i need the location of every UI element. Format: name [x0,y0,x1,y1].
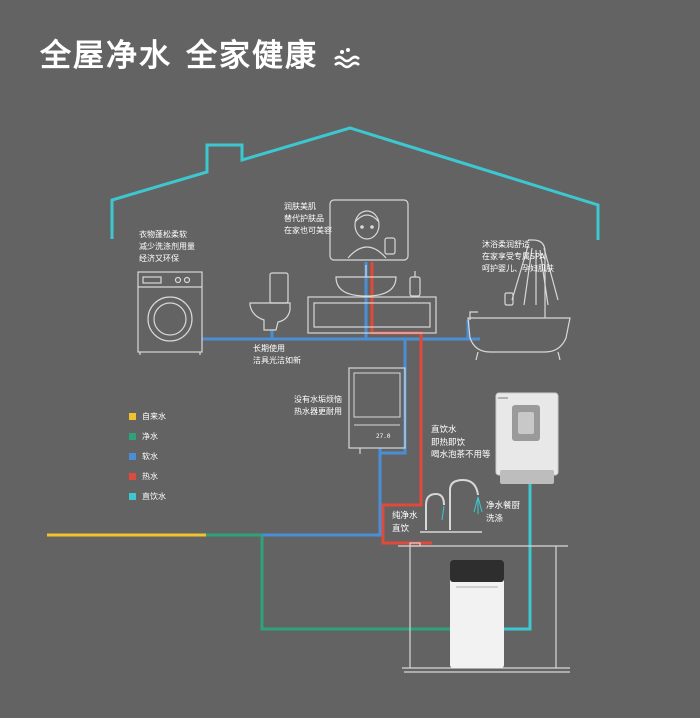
legend-item-pure-water: 净水 [129,426,166,446]
legend-item-drinking-water: 直饮水 [129,486,166,506]
legend-swatch [129,412,136,420]
mirror-icon [329,199,409,261]
water-heater-icon [348,367,406,454]
water-purifier-icon [450,560,504,668]
kitchen-tap-caption: 净水餐厨 洗涤 [486,501,521,524]
pipe-hot-water-kitchen [381,465,432,545]
shower-caption: 沐浴柔润舒适 在家享受专属SPA 呵护婴儿、孕妇肌肤 [482,240,554,273]
legend: 自来水 净水 软水 热水 直饮水 [129,406,166,506]
mirror-caption: 润肤美肌 替代护肤品 在家也可美容 [284,202,332,235]
water-dispenser-icon [495,392,559,484]
legend-swatch [129,432,136,440]
legend-item-hot-water: 热水 [129,466,166,486]
title-part-2: 全家健康 [186,38,318,74]
washer-caption: 衣物蓬松柔软 减少洗涤剂用量 经济又环保 [139,230,195,263]
house-outline [110,126,600,240]
washing-machine-icon [137,271,203,355]
page-title: 全屋净水全家健康 [40,30,363,75]
legend-item-tap-water: 自来水 [129,406,166,426]
heater-caption: 没有水垢烦恼 热水器更耐用 [294,395,342,416]
toilet-icon [249,272,291,331]
kitchen-water-streams [441,496,483,521]
legend-swatch [129,492,136,500]
kitchen-taps-icon [420,478,482,533]
title-part-1: 全屋净水 [40,38,172,74]
bathtub-shower-icon [467,239,571,361]
pipe-pure-water [260,535,472,631]
heater-display: 27.0 [376,433,391,440]
water-wave-icon [333,47,360,68]
sink-cabinet-icon [307,265,437,334]
dispenser-caption: 直饮水 即热即饮 喝水泡茶不用等 [431,425,491,460]
bath-faucet-icon [469,311,478,320]
legend-swatch [129,452,136,460]
legend-swatch [129,472,136,480]
legend-item-soft-water: 软水 [129,446,166,466]
pure-tap-caption: 纯净水 直饮 [392,511,418,534]
toilet-caption: 长期使用 洁具光洁如新 [253,344,301,365]
